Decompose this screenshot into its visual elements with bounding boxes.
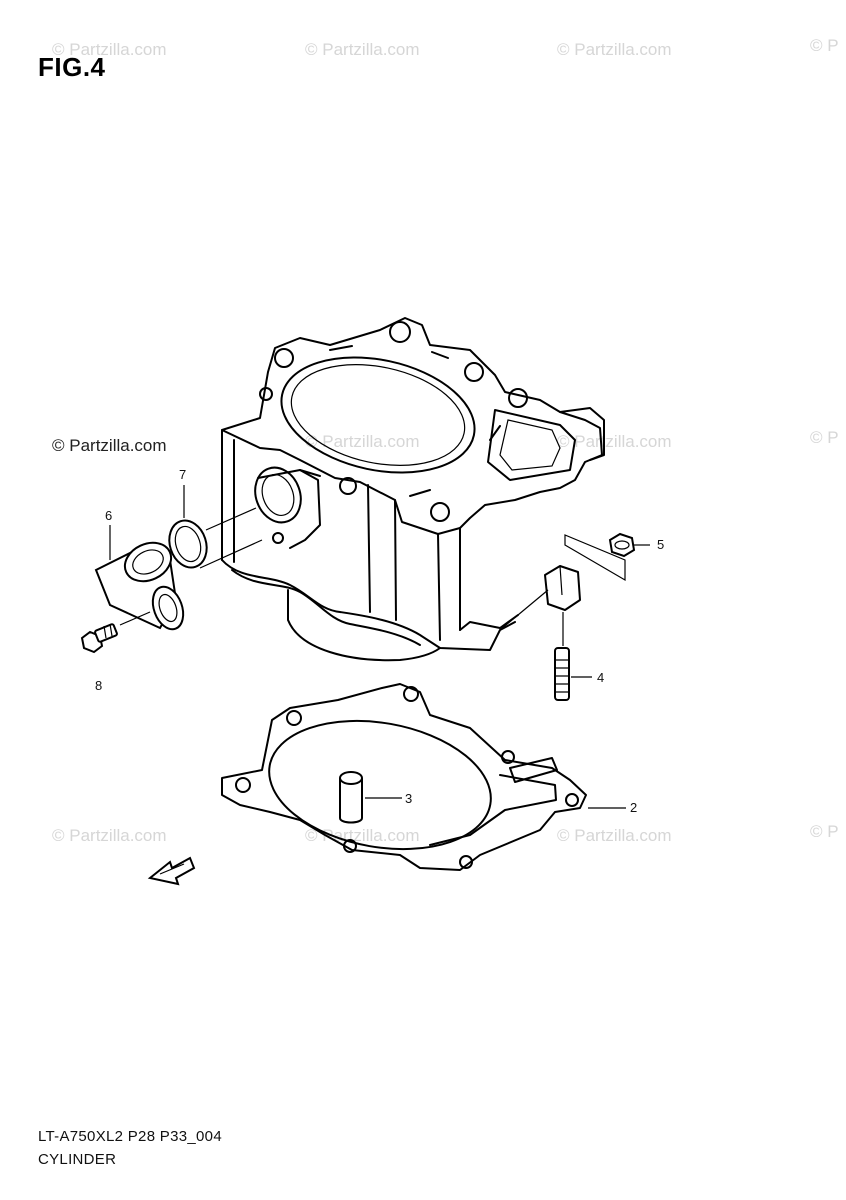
callout-8: 8	[95, 678, 103, 693]
inlet-pipe-part-6	[94, 525, 185, 631]
gasket-part-2	[221, 683, 626, 871]
callout-5: 5	[657, 537, 665, 552]
watermark: © Partzilla.com	[557, 826, 672, 845]
watermark: © Partzilla.com	[305, 40, 420, 59]
callout-4: 4	[597, 670, 605, 685]
footer-code: LT-A750XL2 P28 P33_004	[38, 1128, 222, 1145]
callout-2: 2	[630, 800, 638, 815]
callout-3: 3	[405, 791, 413, 806]
watermark: © Partzilla.com	[52, 40, 167, 59]
watermark: © Partzilla.com	[305, 432, 420, 451]
front-arrow-icon	[147, 856, 196, 886]
nut-part-5	[608, 532, 650, 558]
watermark-featured: © Partzilla.com	[52, 436, 167, 455]
stud-part-4	[554, 612, 592, 701]
watermark-partial: © P	[810, 822, 839, 841]
watermark: © Partzilla.com	[557, 40, 672, 59]
callout-7: 7	[179, 467, 187, 482]
watermark: © Partzilla.com	[557, 432, 672, 451]
cylinder-block	[221, 317, 605, 662]
footer-name: CYLINDER	[38, 1151, 117, 1168]
bolt-part-8	[80, 611, 151, 654]
stud-bracket	[544, 534, 626, 611]
figure-title: FIG.4	[38, 52, 106, 82]
dowel-part-3	[339, 771, 402, 824]
watermark-partial: © P	[810, 428, 839, 447]
watermark: © Partzilla.com	[52, 826, 167, 845]
watermark-partial: © P	[810, 36, 839, 55]
callout-6: 6	[105, 508, 113, 523]
o-ring-part-7	[168, 485, 263, 569]
